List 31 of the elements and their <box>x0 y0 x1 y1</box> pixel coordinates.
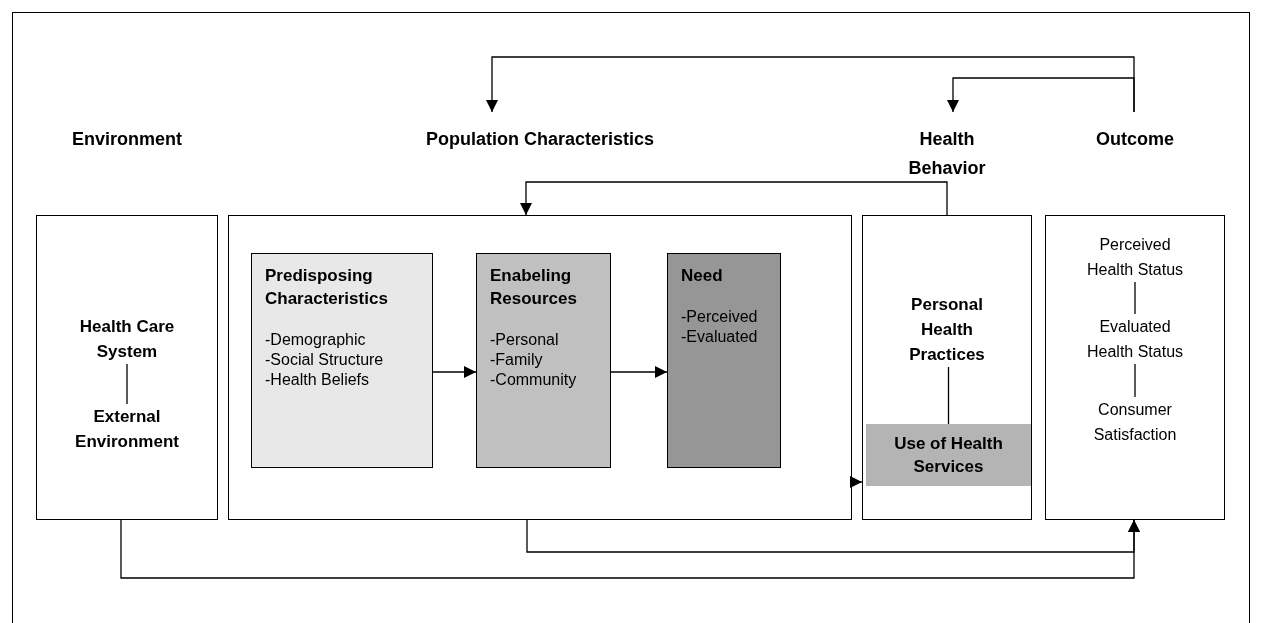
category-box <box>667 253 781 468</box>
arrow <box>486 56 1135 113</box>
stage-heading: Outcome <box>1096 128 1174 151</box>
connector-line <box>947 366 950 425</box>
node-text: Consumer Satisfaction <box>1080 397 1190 447</box>
arrow <box>850 476 863 488</box>
box-heading: Enabeling Resources <box>490 265 578 310</box>
node-text: Health Care System <box>67 314 187 364</box>
connector-line <box>1134 281 1136 315</box>
category-box <box>251 253 433 468</box>
stage-heading: Population Characteristics <box>425 128 655 151</box>
shaded-box: Use of Health Services <box>866 424 1031 486</box>
stage-heading: Health Behavior <box>907 128 987 180</box>
arrow <box>610 366 668 378</box>
stage-heading: Environment <box>72 128 182 151</box>
item-list: -Perceived -Evaluated <box>681 307 767 347</box>
arrow <box>432 366 477 378</box>
box-heading: Need <box>681 265 724 287</box>
item-list: -Personal -Family -Community <box>490 330 597 390</box>
node-text: Personal Health Practices <box>892 292 1002 367</box>
node-text: Perceived Health Status <box>1080 232 1190 282</box>
arrow <box>520 181 948 216</box>
arrow <box>947 77 1135 113</box>
node-text: External Environment <box>62 404 192 454</box>
connector-line <box>126 363 128 405</box>
node-text: Evaluated Health Status <box>1080 314 1190 364</box>
box-heading: Predisposing Characteristics <box>265 265 389 310</box>
category-box <box>476 253 611 468</box>
connector-line <box>1134 363 1136 398</box>
item-list: -Demographic -Social Structure -Health Beliefs <box>265 330 419 390</box>
arrow <box>120 519 1140 579</box>
